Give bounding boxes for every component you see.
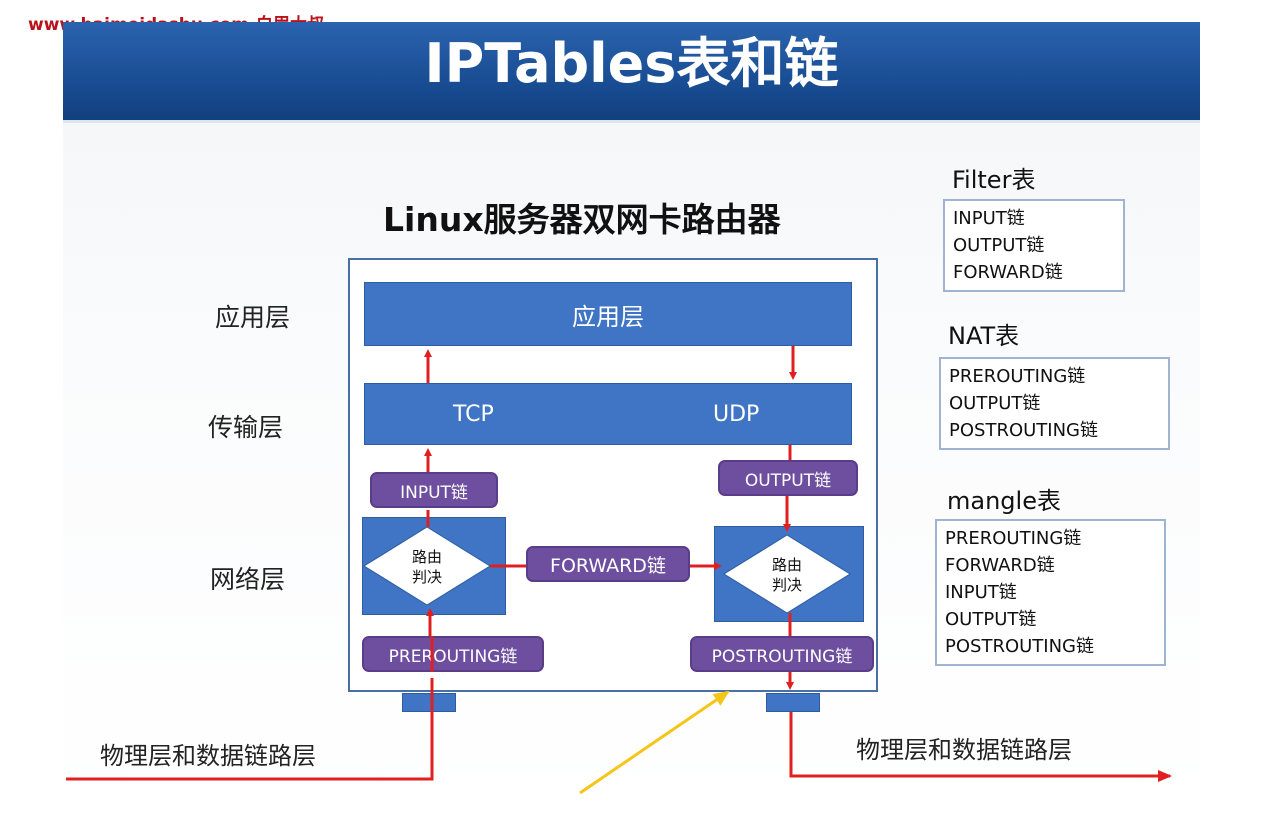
physical-layer-label-right: 物理层和数据链路层: [856, 736, 1072, 764]
postrouting-chain-label: POSTROUTING链: [711, 646, 853, 667]
mangle-chain-item: INPUT链: [945, 582, 1017, 603]
route-decision-diamond-right: [723, 534, 851, 614]
label-application-layer: 应用层: [215, 303, 291, 332]
route-decision-diamond-left: [363, 526, 491, 606]
filter-table-title: Filter表: [952, 166, 1036, 194]
mangle-chain-item: POSTROUTING链: [945, 636, 1095, 657]
route-decision-right-line2: 判决: [772, 576, 802, 594]
application-layer-bar: 应用层: [364, 282, 852, 346]
pointer-arrow: [579, 690, 730, 795]
diagram-title: Linux服务器双网卡路由器: [383, 200, 781, 239]
output-chain-label: OUTPUT链: [744, 470, 832, 491]
mangle-chain-item: OUTPUT链: [945, 609, 1037, 630]
filter-chain-item: FORWARD链: [953, 262, 1063, 283]
route-decision-left-line1: 路由: [412, 548, 442, 566]
page-title: IPTables表和链: [424, 32, 839, 95]
transport-layer-bar: TCP UDP: [364, 383, 852, 445]
nat-chain-item: POSTROUTING链: [949, 420, 1099, 441]
forward-chain-label: FORWARD链: [550, 554, 666, 577]
postrouting-chain-pill: POSTROUTING链: [690, 636, 874, 672]
nat-chain-item: PREROUTING链: [949, 366, 1086, 387]
network-port-right: [766, 693, 820, 712]
mangle-chain-item: FORWARD链: [945, 555, 1055, 576]
arrow-physical-in: [66, 678, 434, 781]
forward-chain-pill: FORWARD链: [526, 546, 690, 582]
udp-label: UDP: [713, 402, 760, 427]
label-transport-layer: 传输层: [208, 413, 284, 442]
filter-table-box: INPUT链 OUTPUT链 FORWARD链: [943, 199, 1125, 292]
physical-layer-label-left: 物理层和数据链路层: [100, 742, 316, 770]
label-network-layer: 网络层: [210, 565, 286, 594]
network-port-left: [402, 693, 456, 712]
prerouting-chain-pill: PREROUTING链: [362, 636, 544, 672]
nat-table-title: NAT表: [948, 322, 1020, 350]
nat-chain-item: OUTPUT链: [949, 393, 1041, 414]
prerouting-chain-label: PREROUTING链: [388, 646, 518, 667]
tcp-label: TCP: [453, 402, 494, 427]
filter-chain-item: INPUT链: [953, 208, 1025, 229]
route-decision-right-line1: 路由: [772, 556, 802, 574]
title-banner: IPTables表和链: [63, 22, 1200, 123]
mangle-chain-item: PREROUTING链: [945, 528, 1082, 549]
nat-table-box: PREROUTING链 OUTPUT链 POSTROUTING链: [939, 357, 1170, 450]
mangle-table-box: PREROUTING链 FORWARD链 INPUT链 OUTPUT链 POST…: [935, 519, 1166, 666]
input-chain-pill: INPUT链: [370, 472, 498, 508]
output-chain-pill: OUTPUT链: [718, 460, 858, 496]
filter-chain-item: OUTPUT链: [953, 235, 1045, 256]
arrow-physical-out: [789, 712, 1172, 782]
input-chain-label: INPUT链: [400, 482, 468, 503]
route-decision-left-line2: 判决: [412, 568, 442, 586]
mangle-table-title: mangle表: [947, 487, 1061, 515]
application-layer-bar-label: 应用层: [572, 302, 644, 331]
